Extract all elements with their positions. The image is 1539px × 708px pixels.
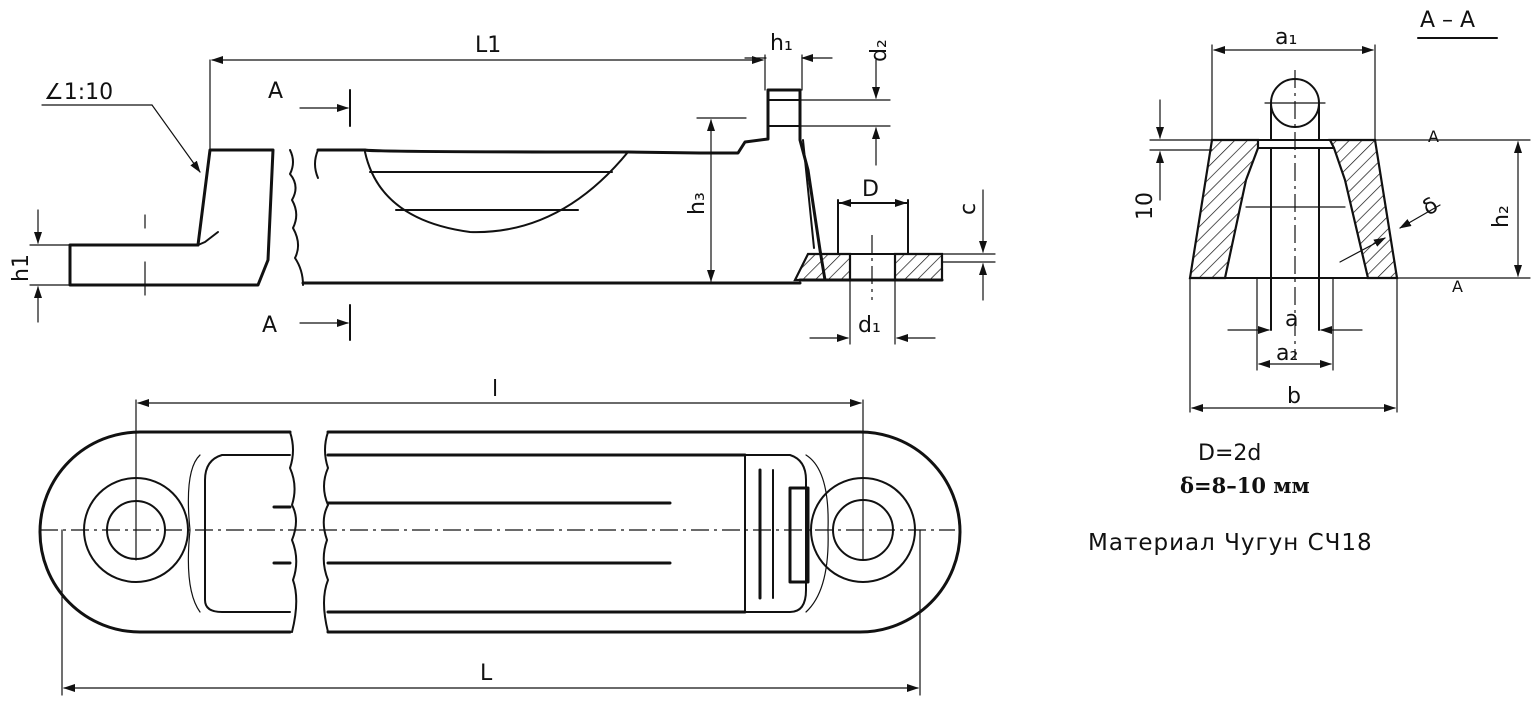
- dim-D: D: [862, 177, 879, 202]
- dim-d2: d₂: [867, 39, 892, 62]
- plan-view: [38, 399, 962, 634]
- dim-L1: L1: [475, 33, 501, 58]
- notes: D=2d δ=8–10 мм Материал Чугун СЧ18: [1088, 441, 1373, 556]
- section-hatch-right: [1328, 138, 1399, 280]
- dim-d1: d₁: [858, 313, 881, 338]
- dim-h2: h₂: [1489, 205, 1514, 228]
- main-body-outline: [316, 88, 827, 282]
- dim-h1-left: h1: [9, 254, 34, 282]
- dim-b: b: [1287, 384, 1301, 409]
- dim-a: a: [1285, 307, 1298, 332]
- plan-break-left: [289, 431, 298, 633]
- plan-outline-right: [326, 430, 962, 634]
- front-dimensions: L1 h₁ d₂ h₃ D c d₁ h1 ∠1:10: [9, 31, 996, 342]
- section-title: A – A: [1420, 8, 1475, 33]
- dim-delta: δ: [1419, 193, 1443, 221]
- dim-l: l: [492, 377, 498, 402]
- dim-c: c: [956, 203, 981, 215]
- dim-a2: a₂: [1276, 341, 1298, 366]
- section-A-A: A – A: [1188, 8, 1498, 413]
- dim-a1: a₁: [1275, 25, 1297, 50]
- taper-label: ∠1:10: [44, 80, 113, 105]
- section-cut-bottom: A: [1452, 277, 1463, 296]
- section-dimensions: a₁ 10 h₂ δ a a₂ b A A: [1133, 25, 1531, 412]
- section-marker-top: A: [268, 79, 283, 104]
- left-lug-outline: [68, 148, 275, 287]
- formula-note: D=2d: [1198, 441, 1261, 466]
- dim-L: L: [480, 661, 493, 686]
- section-cut-top: A: [1428, 127, 1439, 146]
- dim-h1-top: h₁: [770, 31, 793, 56]
- plan-dimensions: l L: [61, 377, 921, 696]
- dim-h3: h₃: [685, 192, 710, 215]
- flange-hatch-right: [893, 252, 944, 282]
- section-hatch-left: [1188, 138, 1260, 280]
- plan-break-right: [322, 431, 329, 633]
- material-note: Материал Чугун СЧ18: [1088, 530, 1373, 556]
- section-marker-bottom: A: [262, 313, 277, 338]
- flange-hatch-left: [793, 252, 852, 282]
- dim-10: 10: [1133, 192, 1158, 220]
- plan-outline-left: [38, 430, 292, 634]
- break-line-right: [314, 149, 319, 179]
- front-view: [68, 88, 944, 345]
- break-line-left: [289, 149, 304, 286]
- delta-note: δ=8–10 мм: [1180, 473, 1310, 498]
